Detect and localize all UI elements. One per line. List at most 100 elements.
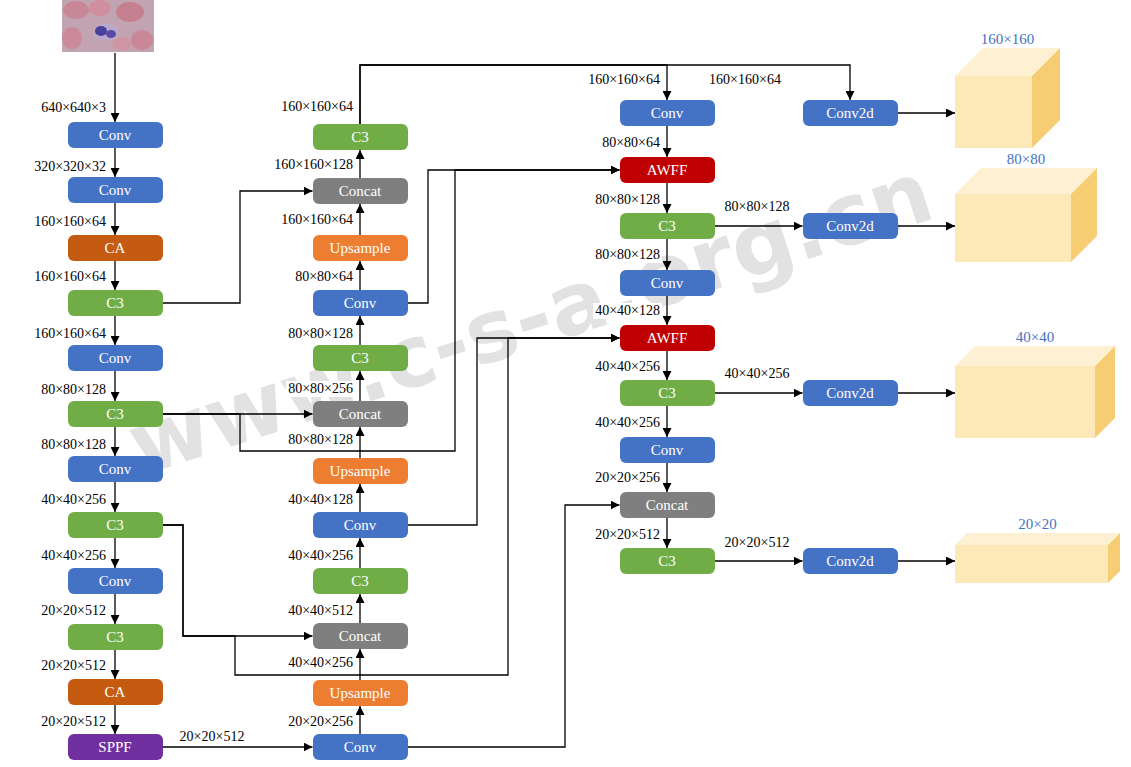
layer-box: C3 xyxy=(620,548,715,574)
tensor-size-label: 40×40×256 xyxy=(39,492,108,508)
layer-name: Concat xyxy=(339,405,382,423)
layer-name: C3 xyxy=(106,516,124,534)
cube-front xyxy=(955,366,1095,438)
layer-box: Concat xyxy=(313,178,408,204)
cube-side xyxy=(1108,533,1120,583)
layer-name: C3 xyxy=(351,128,369,146)
tensor-size-label: 80×80×256 xyxy=(286,381,355,397)
layer-name: C3 xyxy=(106,294,124,312)
connector-arrow xyxy=(114,261,115,290)
layer-name: Conv xyxy=(651,104,684,122)
connector-arrow xyxy=(666,406,667,437)
feature-map-cube: 80×80 xyxy=(955,150,1097,262)
feature-map-cube: 160×160 xyxy=(955,30,1060,148)
connector-arrow xyxy=(359,371,360,401)
layer-name: Conv xyxy=(99,460,132,478)
connector-arrow xyxy=(898,112,956,113)
layer-box: CA xyxy=(68,679,163,705)
layer-box: C3 xyxy=(313,345,408,371)
layer-name: Conv xyxy=(651,274,684,292)
tensor-size-label: 40×40×128 xyxy=(593,303,662,319)
layer-name: C3 xyxy=(658,552,676,570)
connector-arrow xyxy=(359,261,360,290)
tensor-size-label: 40×40×256 xyxy=(286,655,355,671)
connector-arrow xyxy=(666,518,667,548)
layer-box: CA xyxy=(68,235,163,261)
layer-box: Conv xyxy=(68,177,163,203)
layer-name: Conv xyxy=(99,349,132,367)
layer-name: Conv2d xyxy=(826,104,874,122)
cube-top xyxy=(955,346,1115,366)
tensor-size-label: 160×160×64 xyxy=(32,326,108,342)
output-scale-label: 20×20 xyxy=(955,515,1120,533)
connector-arrow xyxy=(359,204,360,235)
layer-box: AWFF xyxy=(620,157,715,183)
connector-arrow xyxy=(114,427,115,456)
layer-box: Concat xyxy=(313,623,408,649)
connector-arrow xyxy=(163,170,620,451)
layer-box: Conv2d xyxy=(803,548,898,574)
tensor-size-label: 80×80×64 xyxy=(293,269,355,285)
connector-arrow xyxy=(360,65,850,124)
connector-arrow xyxy=(898,560,956,561)
layer-name: Conv xyxy=(99,126,132,144)
tensor-size-label: 40×40×256 xyxy=(593,359,662,375)
output-scale-label: 80×80 xyxy=(955,150,1097,168)
layer-box: C3 xyxy=(68,512,163,538)
layer-box: Concat xyxy=(620,492,715,518)
connector-arrow xyxy=(114,482,115,512)
layer-box: Conv xyxy=(68,456,163,482)
tensor-size-label: 80×80×128 xyxy=(593,192,662,208)
connector-arrow xyxy=(666,296,667,325)
connector-arrow xyxy=(163,746,313,747)
input-arrow xyxy=(114,53,115,122)
connector-arrow xyxy=(163,191,313,303)
tensor-size-label: 40×40×256 xyxy=(39,548,108,564)
connector-arrow xyxy=(114,371,115,401)
tensor-size-label: 40×40×256 xyxy=(286,548,355,564)
red-cell xyxy=(62,27,82,49)
connector-arrow xyxy=(163,338,620,675)
layer-box: Conv2d xyxy=(803,380,898,406)
layer-box: Conv xyxy=(68,122,163,148)
nucleus xyxy=(95,26,107,36)
layer-name: Conv xyxy=(344,738,377,756)
connector-arrow xyxy=(666,463,667,492)
layer-box: C3 xyxy=(620,213,715,239)
layer-name: Upsample xyxy=(330,239,391,257)
layer-name: C3 xyxy=(351,572,369,590)
layer-name: Concat xyxy=(339,182,382,200)
layer-name: Concat xyxy=(646,496,689,514)
layer-box: C3 xyxy=(620,380,715,406)
tensor-size-label: 20×20×512 xyxy=(723,535,792,551)
tensor-size-label: 320×320×32 xyxy=(32,159,108,175)
layer-box: Upsample xyxy=(313,680,408,706)
connector-arrow xyxy=(114,203,115,235)
connector-arrow xyxy=(666,126,667,157)
layer-name: SPPF xyxy=(98,738,131,756)
connector-arrow xyxy=(114,594,115,624)
layer-name: Conv xyxy=(99,181,132,199)
connector-arrow xyxy=(114,705,115,734)
tensor-size-label: 40×40×128 xyxy=(286,492,355,508)
connector-arrow xyxy=(359,150,360,178)
connector-arrow xyxy=(715,225,803,226)
tensor-size-label: 80×80×128 xyxy=(286,326,355,342)
layer-name: Upsample xyxy=(330,684,391,702)
cube-side xyxy=(1095,346,1115,438)
tensor-size-label: 160×160×64 xyxy=(32,214,108,230)
connector-arrow xyxy=(666,183,667,213)
layer-box: Conv xyxy=(620,270,715,296)
feature-map-cube: 20×20 xyxy=(955,515,1120,583)
connector-arrow xyxy=(359,706,360,734)
connector-arrow xyxy=(666,351,667,380)
cube-front xyxy=(955,194,1071,262)
tensor-size-label: 40×40×256 xyxy=(593,415,662,431)
connector-arrow xyxy=(715,560,803,561)
connector-arrow xyxy=(898,225,956,226)
layer-name: Concat xyxy=(339,627,382,645)
cube-side xyxy=(1032,48,1060,148)
layer-name: Conv2d xyxy=(826,384,874,402)
tensor-size-label: 80×80×128 xyxy=(39,437,108,453)
connector-arrow xyxy=(163,525,313,636)
